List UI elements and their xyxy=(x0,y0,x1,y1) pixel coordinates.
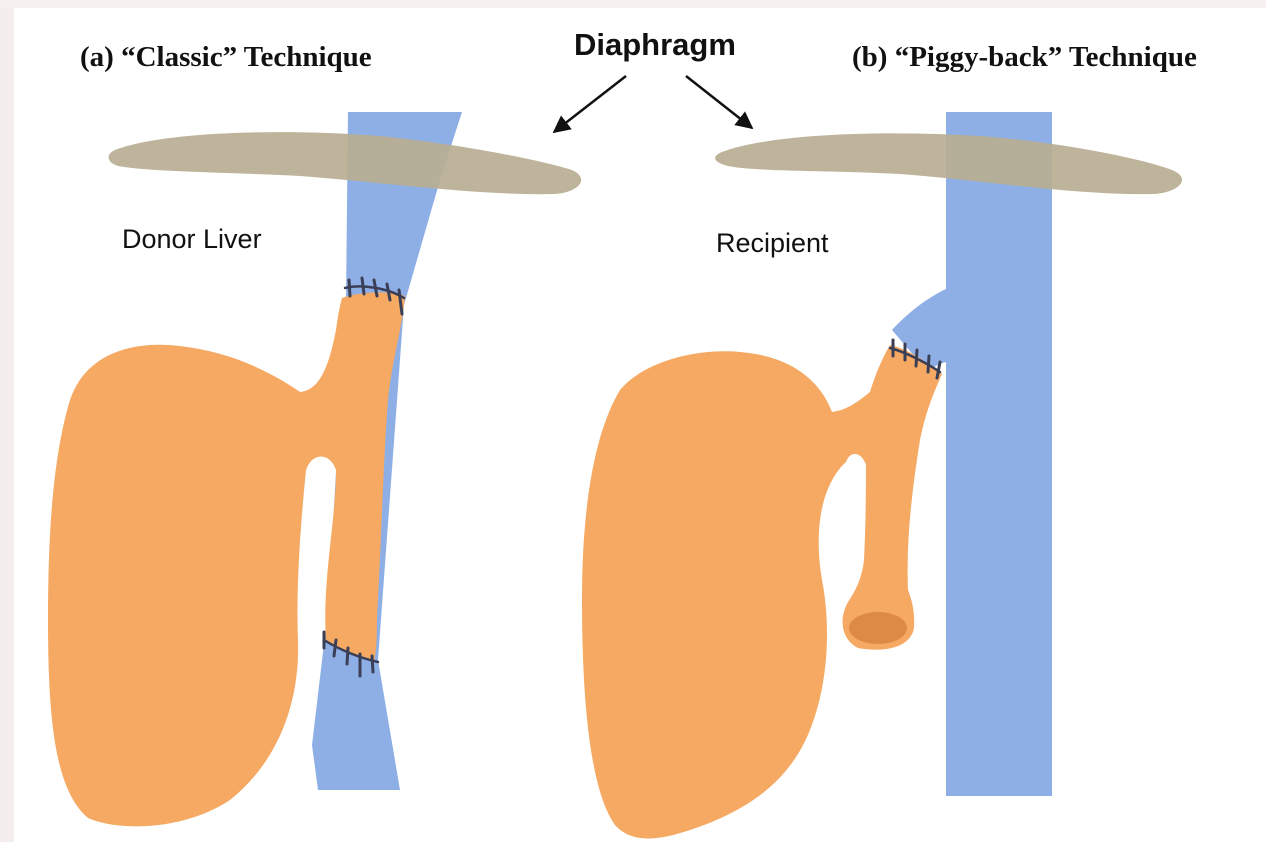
donor-liver-label: Donor Liver xyxy=(122,224,262,254)
classic-upper-stitch xyxy=(349,280,350,296)
diaphragm-label: Diaphragm xyxy=(574,27,736,62)
classic-lower-stitch xyxy=(347,648,348,664)
classic-technique-title: (a) “Classic” Technique xyxy=(80,41,372,73)
top-border-tint xyxy=(0,0,1266,8)
left-border-tint xyxy=(0,0,14,842)
classic-lower-stitch xyxy=(372,656,373,672)
recipient-vena-cava xyxy=(946,112,1052,796)
piggyback-technique-title: (b) “Piggy-back” Technique xyxy=(852,41,1197,73)
classic-upper-stitch xyxy=(362,278,364,294)
classic-lower-stitch xyxy=(334,640,336,656)
piggyback-stitch xyxy=(928,356,929,372)
cut-vessel-lumen xyxy=(849,612,907,644)
piggyback-stitch xyxy=(916,350,917,366)
recipient-label: Recipient xyxy=(716,228,829,258)
